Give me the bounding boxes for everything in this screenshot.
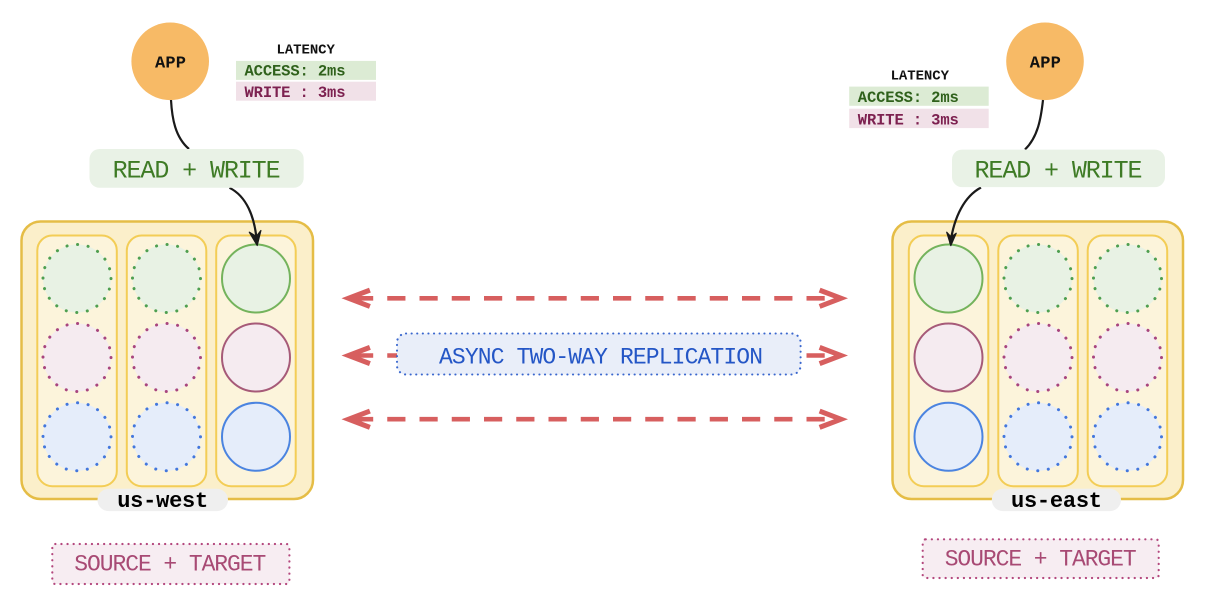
svg-text:ACCESS: 2ms: ACCESS: 2ms <box>245 63 346 81</box>
svg-text:APP: APP <box>155 55 186 74</box>
svg-text:WRITE : 3ms: WRITE : 3ms <box>245 84 346 102</box>
svg-text:APP: APP <box>1030 55 1061 74</box>
svg-text:SOURCE + TARGET: SOURCE + TARGET <box>945 547 1137 573</box>
svg-text:us-east: us-east <box>1011 489 1102 514</box>
svg-text:ACCESS: 2ms: ACCESS: 2ms <box>858 89 959 107</box>
svg-text:ASYNC TWO-WAY REPLICATION: ASYNC TWO-WAY REPLICATION <box>439 345 763 371</box>
svg-text:READ + WRITE: READ + WRITE <box>975 156 1143 185</box>
svg-text:READ + WRITE: READ + WRITE <box>113 157 281 186</box>
svg-text:us-west: us-west <box>117 489 208 514</box>
svg-text:WRITE : 3ms: WRITE : 3ms <box>858 112 959 130</box>
svg-text:SOURCE + TARGET: SOURCE + TARGET <box>74 552 266 578</box>
svg-text:LATENCY: LATENCY <box>891 69 950 85</box>
svg-text:LATENCY: LATENCY <box>277 43 336 59</box>
